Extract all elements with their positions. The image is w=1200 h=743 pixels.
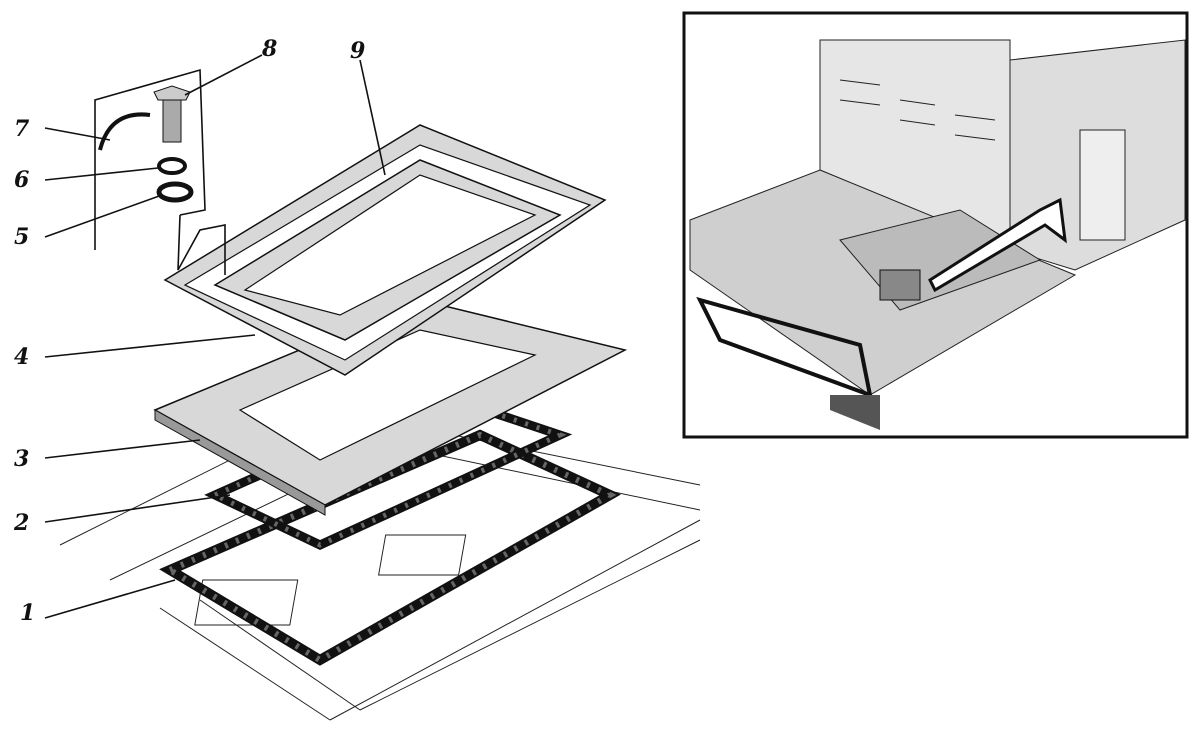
cover-frame-part-9 bbox=[163, 124, 607, 376]
fastener-group bbox=[94, 68, 226, 275]
callout-3: 3 bbox=[14, 446, 29, 472]
callout-8: 8 bbox=[261, 36, 277, 62]
panel-slats bbox=[839, 79, 996, 141]
wire-part-7 bbox=[98, 112, 151, 151]
bolt-part-8 bbox=[162, 99, 182, 143]
leader-lines bbox=[44, 54, 386, 619]
gasket-part-1 bbox=[159, 429, 621, 666]
callout-4: 4 bbox=[14, 344, 29, 370]
callout-7: 7 bbox=[14, 116, 30, 142]
lock-washer-part-6 bbox=[157, 157, 187, 175]
callout-5: 5 bbox=[14, 224, 29, 250]
callout-2: 2 bbox=[13, 510, 29, 536]
callout-labels: 1 2 3 4 5 6 7 8 9 bbox=[13, 36, 365, 626]
inset-vehicle-view bbox=[682, 11, 1189, 439]
washer-part-5 bbox=[156, 181, 194, 203]
callout-9: 9 bbox=[350, 38, 365, 64]
callout-1: 1 bbox=[20, 600, 35, 626]
callout-6: 6 bbox=[14, 167, 29, 193]
